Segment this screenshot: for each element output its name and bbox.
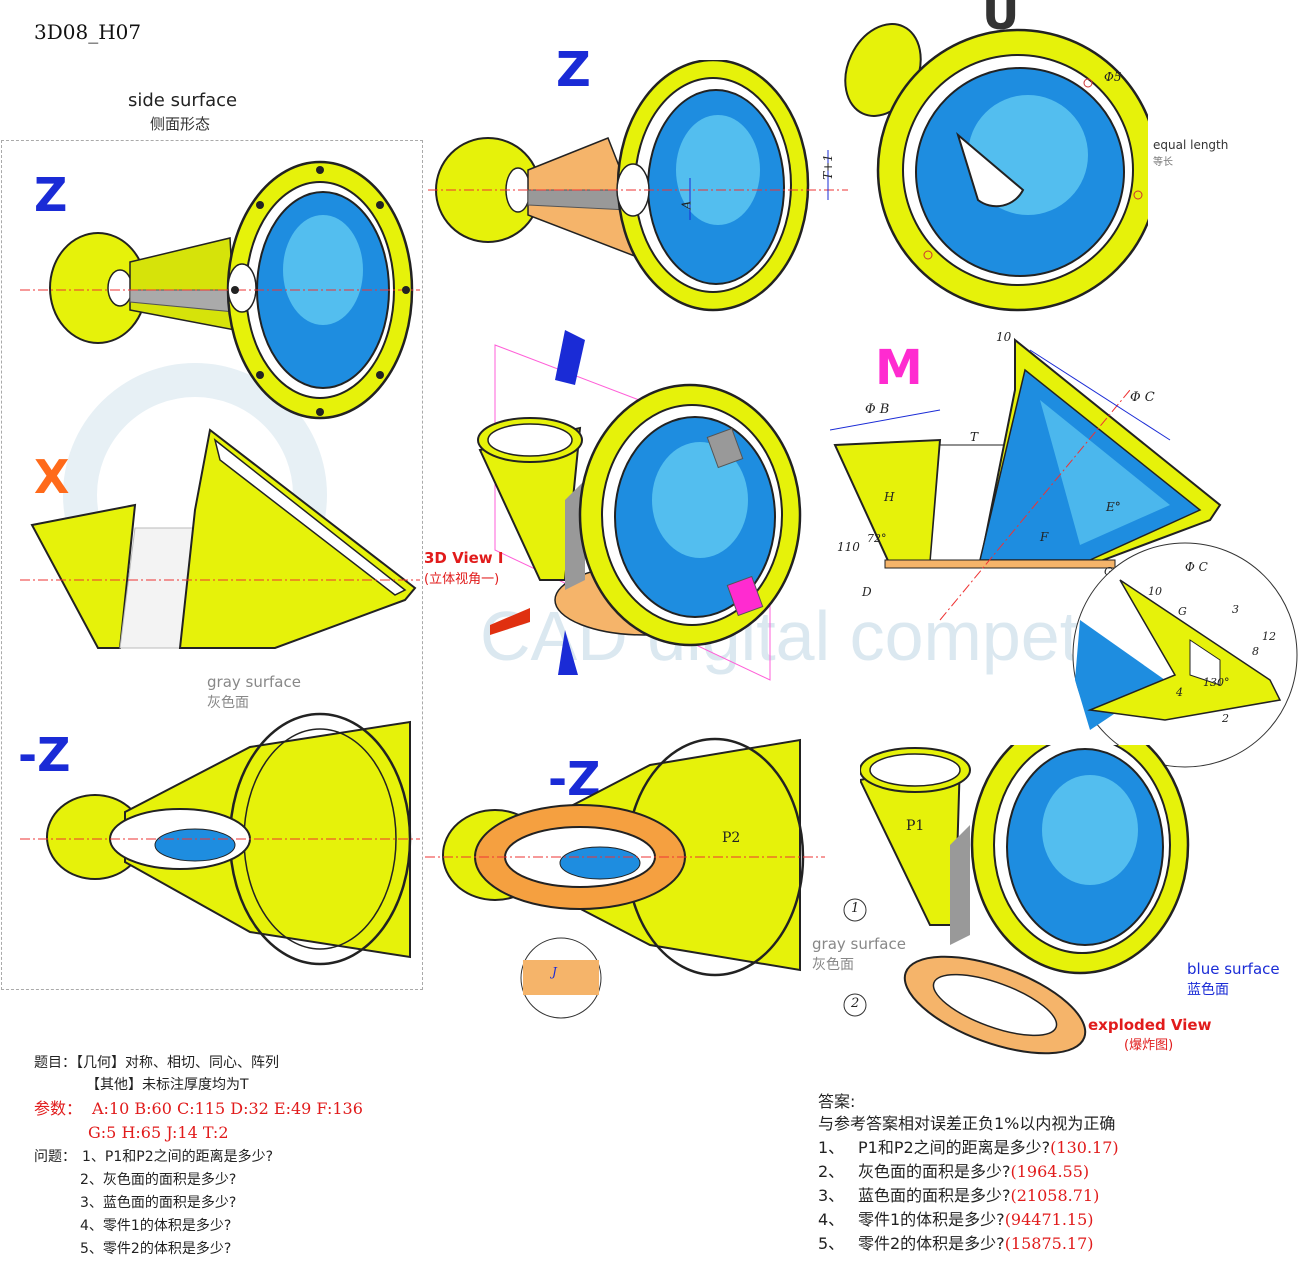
p1-label: P1 [906,818,925,834]
dim-12-detail: 12 [1262,630,1276,643]
dim-E: E° [1106,500,1121,514]
equal-length-label: equal length [1153,138,1229,152]
dim-phiC: Φ C [1130,390,1155,405]
gray-surface-label-right-cn: 灰色面 [812,957,854,973]
dim-10-detail: 10 [1148,585,1162,598]
dim-72: 72° [867,532,887,545]
answer-number: 1、 [818,1138,845,1157]
dim-phiB: Φ B [865,402,890,417]
answer-item: 5、 零件2的体积是多少? (15875.17) [818,1232,1288,1256]
dim-phi5: Φ5 [1104,70,1122,84]
answer-item: 2、 灰色面的面积是多少? (1964.55) [818,1160,1288,1184]
side-surface-frame [1,140,423,990]
dim-130-detail: 130° [1203,676,1230,689]
part-callouts [843,898,867,1017]
view-neg-z-mid-drawing [425,737,825,977]
dim-J: J [552,965,557,979]
params-line-1: A:10 B:60 C:115 D:32 E:49 F:136 [92,1099,363,1118]
question-4: 4、零件1的体积是多少? [80,1218,232,1234]
dim-10-top: 10 [996,330,1012,344]
exploded-view-label-cn: (爆炸图) [1124,1038,1174,1053]
answer-question: P1和P2之间的距离是多少? [858,1138,1051,1157]
dim-phiC-detail: Φ C [1185,560,1208,574]
exploded-view-label: exploded View [1088,1016,1212,1034]
view-3d-label-cn: (立体视角一) [424,572,500,587]
answer-number: 3、 [818,1186,845,1205]
dim-G-main: G [1104,565,1113,578]
view-label-z-top: Z [556,42,591,98]
problem-other: 【其他】未标注厚度均为T [86,1077,249,1093]
answer-item: 1、 P1和P2之间的距离是多少? (130.17) [818,1136,1288,1160]
problem-title: 题目：【几何】对称、相切、同心、阵列 [34,1055,279,1071]
p2-label: P2 [722,830,741,846]
exploded-view-drawing [860,745,1190,1055]
answer-value: (15875.17) [1004,1234,1094,1253]
dim-A-top: A [679,200,694,210]
view-neg-z-left-drawing [20,712,420,966]
answers-label: 答案: [818,1092,856,1111]
answer-question: 零件2的体积是多少? [858,1234,1005,1253]
view-u-drawing [844,23,1148,312]
params-line-2: G:5 H:65 J:14 T:2 [88,1123,229,1142]
dim-G-detail: G [1178,605,1187,618]
dim-D: D [862,585,872,599]
answer-question: 蓝色面的面积是多少? [858,1186,1011,1205]
dim-2-detail: 2 [1222,712,1229,725]
answer-question: 零件1的体积是多少? [858,1210,1005,1229]
detail-circle-J [520,937,602,1019]
view-3d-drawing [477,330,802,681]
answer-item: 3、 蓝色面的面积是多少? (21058.71) [818,1184,1288,1208]
answer-item: 4、 零件1的体积是多少? (94471.15) [818,1208,1288,1232]
answer-value: (1964.55) [1010,1162,1090,1181]
part-2-callout: 2 [851,996,860,1011]
answers-note: 与参考答案相对误差正负1%以内视为正确 [818,1114,1116,1133]
answer-number: 2、 [818,1162,845,1181]
view-m-section-drawing [830,337,1222,621]
gray-surface-label-left-cn: 灰色面 [207,695,249,711]
blue-surface-label: blue surface [1187,960,1280,978]
dim-4-detail: 4 [1176,686,1183,699]
view-label-x: X [34,450,70,504]
question-2: 2、灰色面的面积是多少? [80,1172,237,1188]
view-z-left-drawing [20,160,420,420]
document-code: 3D08_H07 [34,20,142,44]
part-1-callout: 1 [851,901,860,916]
answer-value: (94471.15) [1004,1210,1094,1229]
view-z-top-drawing [428,60,848,312]
view-3d-label: 3D View I [424,549,504,567]
dim-3-detail: 3 [1232,603,1239,616]
view-x-drawing [20,428,420,649]
detail-magnifier [1072,542,1298,768]
answer-number: 4、 [818,1210,845,1229]
equal-length-label-cn: 等长 [1153,157,1173,168]
view-label-z-left: Z [34,168,68,222]
answers-list: 1、 P1和P2之间的距离是多少? (130.17) 2、 灰色面的面积是多少?… [818,1136,1288,1256]
view-label-m: M [875,340,923,396]
gray-surface-label-right: gray surface [812,935,906,953]
question-5: 5、零件2的体积是多少? [80,1241,232,1257]
dim-T: T [970,430,979,444]
gray-surface-label-left: gray surface [207,673,301,691]
dim-8-detail: 8 [1252,645,1259,658]
answer-number: 5、 [818,1234,845,1253]
view-label-neg-z-left: -Z [18,728,71,782]
dim-Tplus1: T+1 [820,154,835,180]
questions-label: 问题： [34,1149,76,1165]
question-3: 3、蓝色面的面积是多少? [80,1195,237,1211]
blue-surface-label-cn: 蓝色面 [1187,982,1229,998]
side-surface-title-cn: 侧面形态 [150,115,211,133]
answer-value: (21058.71) [1010,1186,1100,1205]
answer-value: (130.17) [1050,1138,1119,1157]
side-surface-title: side surface [128,90,238,111]
dim-110: 110 [837,540,860,554]
dim-H: H [884,490,895,504]
params-label: 参数： [34,1099,83,1118]
question-1: 1、P1和P2之间的距离是多少? [82,1149,274,1165]
dim-F: F [1040,530,1049,544]
answer-question: 灰色面的面积是多少? [858,1162,1011,1181]
